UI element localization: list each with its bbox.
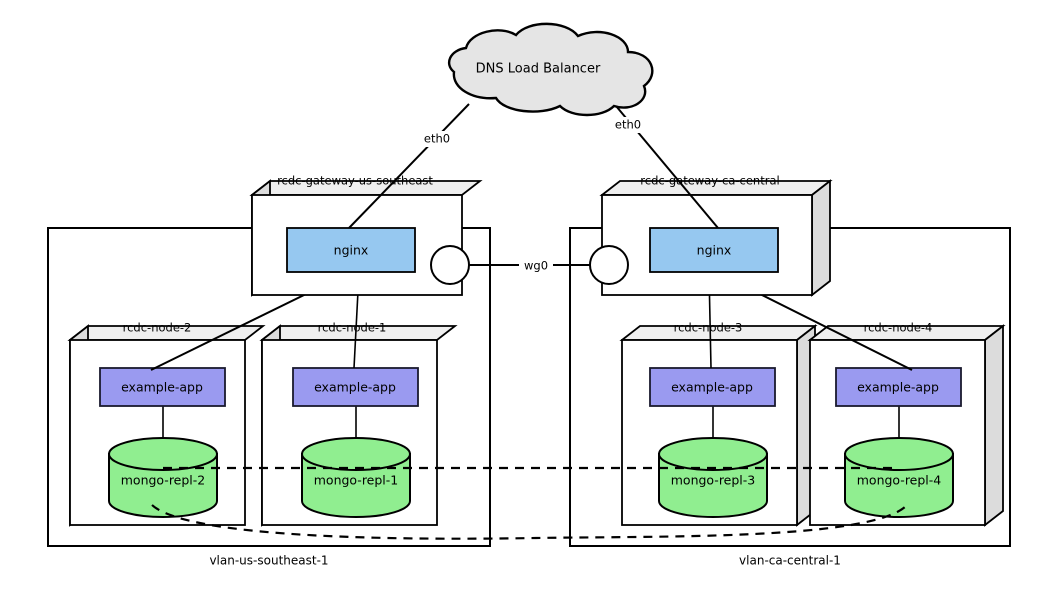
db-label: mongo-repl-3 [671,473,756,488]
wg0-label: wg0 [524,259,548,273]
eth0-right-label: eth0 [615,118,641,132]
db-label: mongo-repl-1 [314,473,399,488]
app-label: example-app [857,380,939,395]
app-example-app-node2[interactable]: example-app [99,367,226,407]
db-top [658,437,768,471]
label-backdrop [519,258,553,273]
label-backdrop [611,117,645,133]
wg0-label-group: wg0 [519,258,553,273]
app-label: example-app [671,380,753,395]
db-body [658,453,768,518]
app-example-app-node3[interactable]: example-app [649,367,776,407]
node-label: rcdc-node-2 [123,321,192,335]
service-nginx-ca-central[interactable]: nginx [649,227,779,273]
eth0-left-link [348,103,470,229]
database-mongo-repl-2[interactable]: mongo-repl-2 [108,437,218,518]
gateway-label: rcdc-gateway-ca-central [640,174,779,188]
app-label: example-app [121,380,203,395]
cloud-label: DNS Load Balancer [476,62,601,77]
nginx-box[interactable] [649,227,779,273]
db-body [301,453,411,518]
service-nginx-us-southeast[interactable]: nginx [286,227,416,273]
vlan-us-southeast-label: vlan-us-southeast-1 [209,554,328,568]
app-box[interactable] [649,367,776,407]
db-label: mongo-repl-4 [857,473,942,488]
cloud-shape [447,22,654,117]
app-box[interactable] [99,367,226,407]
nginx-label: nginx [697,243,732,258]
mongo-replication-lower-link[interactable] [151,504,907,540]
db-body [108,453,218,518]
vlan-ca-central-label: vlan-ca-central-1 [739,554,841,568]
db-label: mongo-repl-2 [121,473,206,488]
db-body [844,453,954,518]
replication-line-lower [151,504,907,540]
wireguard-port-right-icon[interactable] [589,245,629,285]
database-mongo-repl-4[interactable]: mongo-repl-4 [844,437,954,518]
app-box[interactable] [835,367,962,407]
app-box[interactable] [292,367,419,407]
db-top [844,437,954,471]
wireguard-port-left-icon[interactable] [430,245,470,285]
gateway-side-face [811,179,831,297]
database-mongo-repl-3[interactable]: mongo-repl-3 [658,437,768,518]
node-label: rcdc-node-3 [674,321,743,335]
eth0-left-label: eth0 [424,132,450,146]
db-top [301,437,411,471]
node-label: rcdc-node-4 [864,321,933,335]
node-label: rcdc-node-1 [318,321,387,335]
db-top [108,437,218,471]
app-label: example-app [314,380,396,395]
eth0-right-label-group: eth0 [611,117,645,133]
app-example-app-node4[interactable]: example-app [835,367,962,407]
label-backdrop [420,131,454,147]
node-side-face [984,324,1004,527]
eth0-left-label-group: eth0 [420,131,454,147]
gateway-label: rcdc-gateway-us-southeast [277,174,433,188]
nginx-box[interactable] [286,227,416,273]
app-example-app-node1[interactable]: example-app [292,367,419,407]
database-mongo-repl-1[interactable]: mongo-repl-1 [301,437,411,518]
nginx-label: nginx [334,243,369,258]
dns-load-balancer-cloud[interactable]: DNS Load Balancer [447,22,654,117]
